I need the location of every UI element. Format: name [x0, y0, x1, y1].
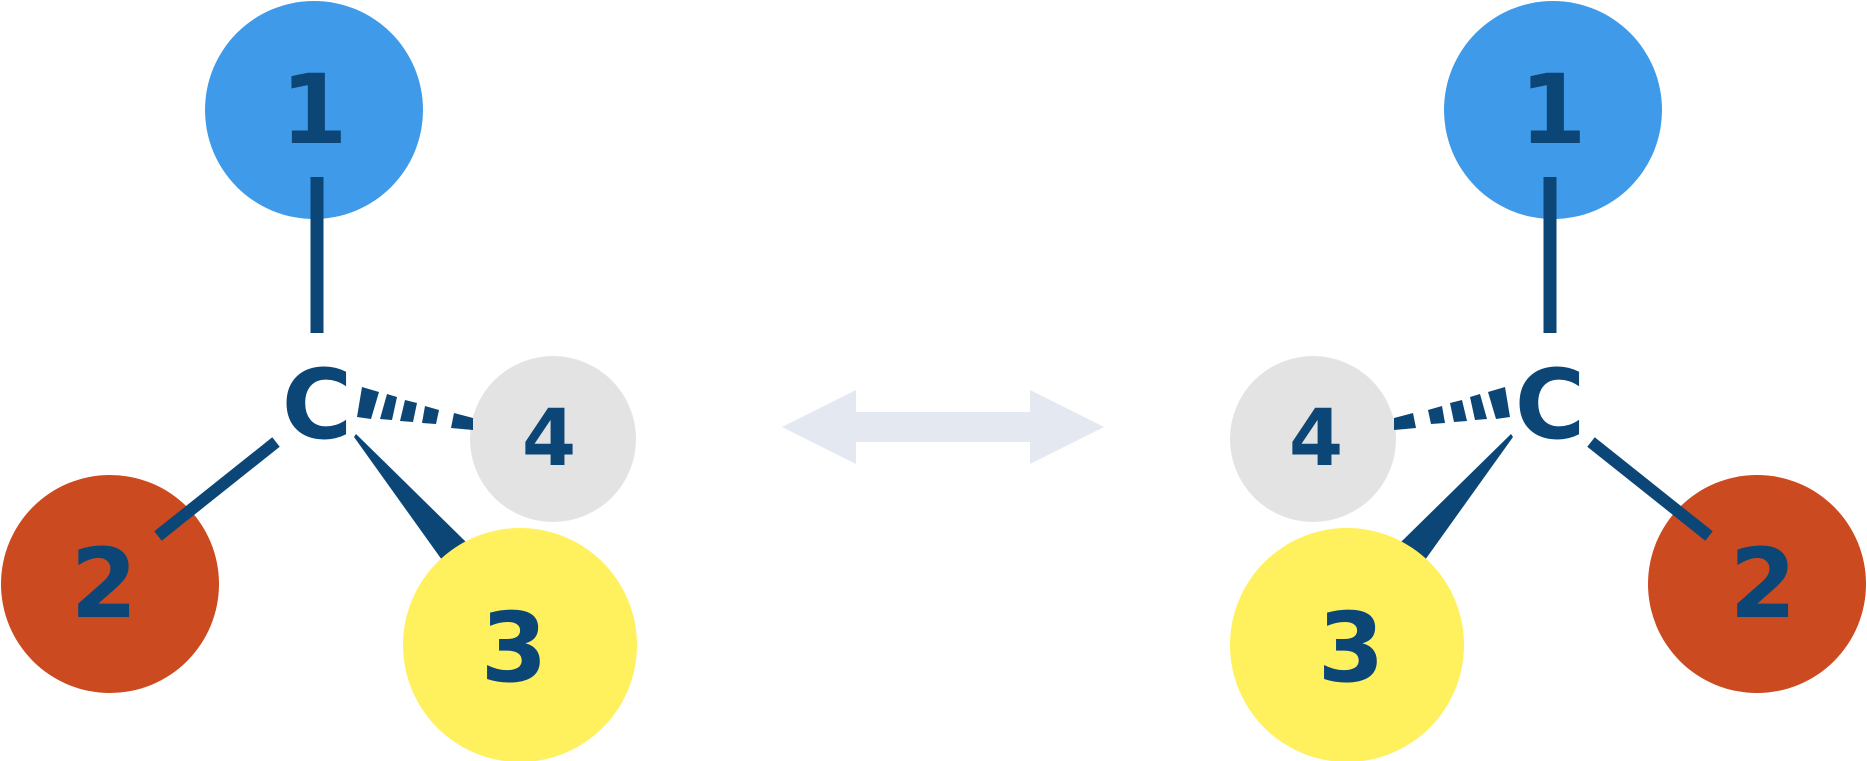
- right-atom-4: [1230, 356, 1396, 522]
- right-label-4: 4: [1289, 394, 1343, 484]
- right-atom-3: [1230, 528, 1464, 761]
- double-arrow-icon: [782, 390, 1104, 464]
- left-center-label: C: [282, 349, 352, 461]
- right-dashed-bond-4: [1394, 387, 1510, 430]
- right-atom-1: [1444, 1, 1662, 219]
- right-label-2: 2: [1730, 528, 1797, 640]
- left-atom-3: [403, 528, 637, 761]
- right-bond-2: [1587, 437, 1713, 541]
- left-atom-4: [470, 356, 636, 522]
- left-label-4: 4: [522, 394, 576, 484]
- left-label-3: 3: [481, 592, 548, 704]
- molecule-right: [1230, 1, 1866, 761]
- left-label-1: 1: [281, 54, 348, 166]
- left-bond-2: [154, 437, 280, 541]
- left-wedge-bond-3: [354, 434, 466, 560]
- left-label-2: 2: [71, 528, 138, 640]
- molecule-left: [1, 1, 637, 761]
- left-atom-1: [205, 1, 423, 219]
- right-center-label: C: [1515, 349, 1585, 461]
- right-wedge-bond-3: [1401, 434, 1513, 560]
- left-dashed-bond-4: [357, 387, 473, 430]
- right-label-1: 1: [1520, 54, 1587, 166]
- right-label-3: 3: [1318, 592, 1385, 704]
